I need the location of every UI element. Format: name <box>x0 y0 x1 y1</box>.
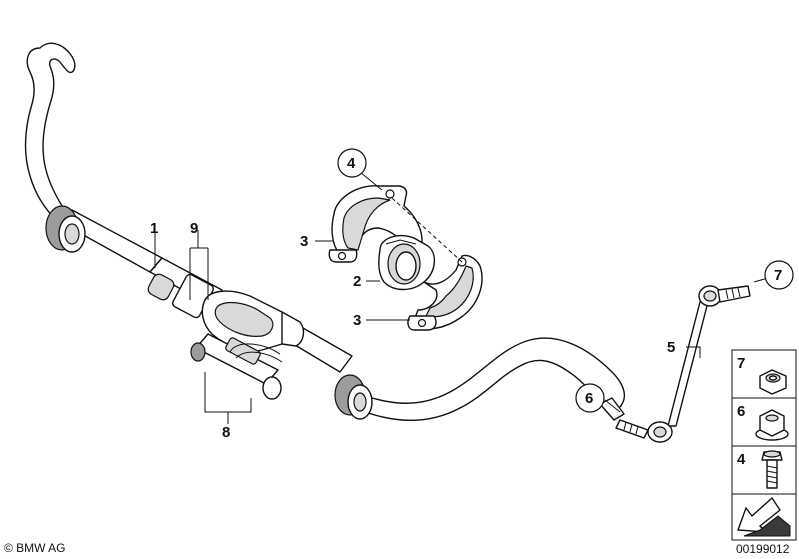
callout-number: 6 <box>585 390 593 407</box>
active-stabilizer-actuator[interactable] <box>146 272 305 400</box>
callout-6-circle: 6 <box>575 383 605 413</box>
rubber-bushing[interactable] <box>378 234 435 291</box>
stabilizer-bar[interactable] <box>24 42 626 421</box>
copyright-notice: © BMW AG <box>4 541 66 555</box>
callout-number: 1 <box>150 220 158 237</box>
callout-3-upper: 3 <box>300 233 308 250</box>
callout-number: 4 <box>347 155 356 172</box>
callout-4-circle: 4 <box>337 148 367 178</box>
arrow-icon <box>737 496 791 537</box>
callout-number: 3 <box>353 312 361 329</box>
bolt-axis-line <box>391 197 463 263</box>
callout-9: 9 <box>190 220 198 237</box>
callout-number: 7 <box>774 267 782 284</box>
callout-number: 3 <box>300 233 308 250</box>
diagram-id: 00199012 <box>736 542 790 556</box>
svg-text:4: 4 <box>737 451 746 468</box>
svg-text:6: 6 <box>737 403 745 420</box>
right-rubber-mount[interactable] <box>334 374 373 420</box>
callout-number: 9 <box>190 220 198 237</box>
hardware-legend: 7 6 4 <box>731 349 797 541</box>
callout-7-circle: 7 <box>764 260 794 290</box>
stabilizer-link[interactable] <box>615 285 751 443</box>
legend-item-6[interactable]: 6 <box>731 397 797 447</box>
callout-3-lower: 3 <box>353 312 361 329</box>
lower-clamp[interactable] <box>407 254 483 331</box>
left-rubber-mount[interactable] <box>45 205 86 253</box>
svg-text:7: 7 <box>737 355 745 372</box>
callout-5: 5 <box>667 339 675 356</box>
hex-nut-icon <box>759 369 787 395</box>
legend-item-7[interactable]: 7 <box>731 349 797 399</box>
orientation-arrow <box>731 493 797 541</box>
callout-8: 8 <box>222 424 230 441</box>
callout-number: 2 <box>353 273 361 290</box>
callout-2: 2 <box>353 273 361 290</box>
callout-number: 5 <box>667 339 675 356</box>
flange-nut-icon <box>755 409 789 441</box>
callout-number: 8 <box>222 424 230 441</box>
leader-lines <box>154 171 769 424</box>
callout-1: 1 <box>150 220 158 237</box>
bolt-icon <box>761 450 783 489</box>
legend-item-4[interactable]: 4 <box>731 445 797 495</box>
